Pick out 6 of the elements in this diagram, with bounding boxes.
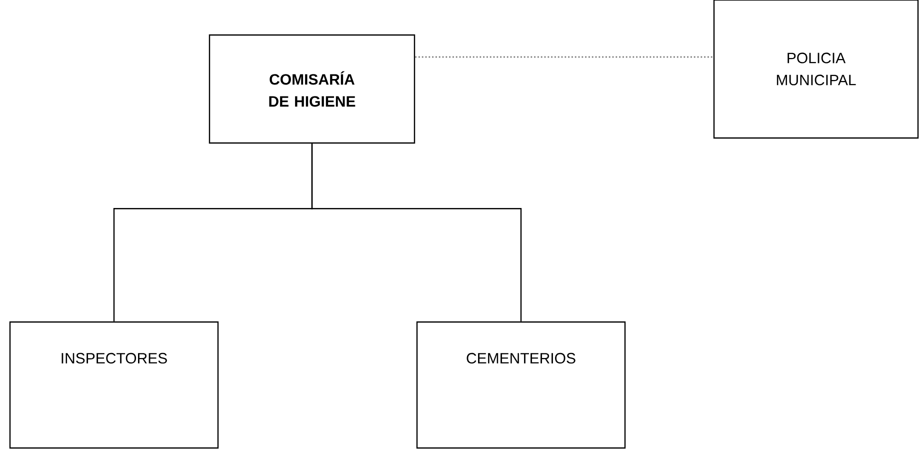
dotted-line	[415, 56, 714, 58]
org-box: CEMENTERIOS	[416, 321, 626, 449]
org-box: INSPECTORES	[9, 321, 219, 449]
org-box: POLICIA MUNICIPAL	[713, 0, 919, 139]
org-box: COMISARÍA DE HIGIENE	[208, 34, 416, 144]
connector-line	[311, 144, 522, 322]
